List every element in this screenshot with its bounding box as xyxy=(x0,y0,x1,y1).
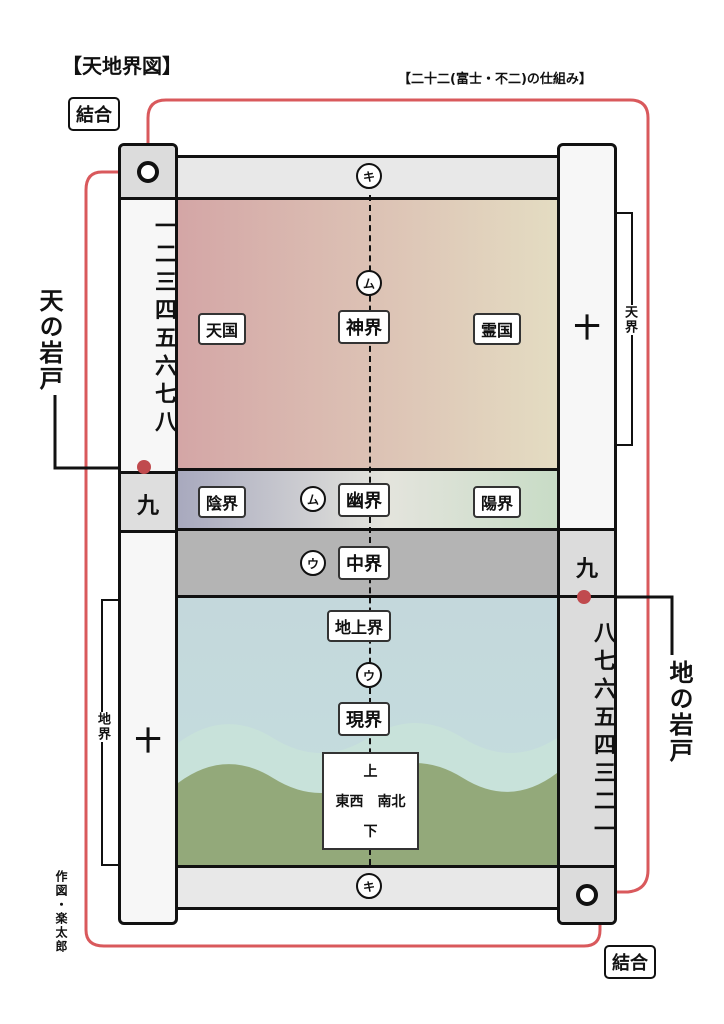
join-tag-top: 結合 xyxy=(68,97,120,131)
directions-box: 上 東西 南北 下 xyxy=(322,752,419,850)
number-ten-left: 十 xyxy=(134,727,161,757)
u-marker-genkai: ウ xyxy=(356,662,382,688)
circle-marker-left xyxy=(137,161,159,183)
right-column: 十 九 八七六五四三二一 xyxy=(557,143,617,925)
red-dot-chi-no-iwato xyxy=(577,590,591,604)
genkai-label: 現界 xyxy=(338,702,390,736)
chikai-bracket-label: 地界 xyxy=(93,712,112,742)
direction-middle: 東西 南北 xyxy=(335,794,406,810)
ki-marker-bottom: キ xyxy=(356,873,382,899)
diagram-title: 【天地界図】 xyxy=(62,54,182,78)
credit: 作図・楽太郎 xyxy=(54,870,68,954)
join-tag-bottom: 結合 xyxy=(604,945,656,979)
number-nine-right: 九 xyxy=(575,557,598,582)
chukai-label: 中界 xyxy=(338,546,390,580)
tenkai-bracket-label: 天界 xyxy=(620,305,639,335)
diagram-subtitle: 【二十二(富士・不二)の仕組み】 xyxy=(398,72,592,87)
yukai-label: 幽界 xyxy=(338,483,390,517)
number-ten-right: 十 xyxy=(573,314,600,344)
ki-marker-top: キ xyxy=(356,163,382,189)
tengoku-label: 天国 xyxy=(198,313,247,345)
shinkai-label: 神界 xyxy=(338,310,390,344)
u-marker-chukai: ウ xyxy=(300,550,326,576)
chijokai-label: 地上界 xyxy=(327,610,392,642)
numbers-one-to-eight: 一二三四五六七八 xyxy=(151,214,176,438)
left-column: 一二三四五六七八 九 十 xyxy=(118,143,178,925)
center-axis xyxy=(369,195,371,865)
inkai-label: 陰界 xyxy=(198,486,247,518)
chi-no-iwato-label: 地の岩戸 xyxy=(665,660,693,764)
circle-marker-right xyxy=(576,884,598,906)
ten-no-iwato-label: 天の岩戸 xyxy=(35,288,63,392)
youkai-label: 陽界 xyxy=(473,486,522,518)
reigoku-label: 霊国 xyxy=(473,313,522,345)
number-nine-left: 九 xyxy=(136,494,159,519)
numbers-eight-to-one: 八七六五四三二一 xyxy=(590,621,615,845)
direction-up: 上 xyxy=(363,764,378,780)
mu-marker-yukai: ム xyxy=(300,486,326,512)
direction-down: 下 xyxy=(363,824,378,840)
top-bar xyxy=(178,155,557,200)
mu-marker-heaven: ム xyxy=(356,270,382,296)
red-dot-ten-no-iwato xyxy=(137,460,151,474)
